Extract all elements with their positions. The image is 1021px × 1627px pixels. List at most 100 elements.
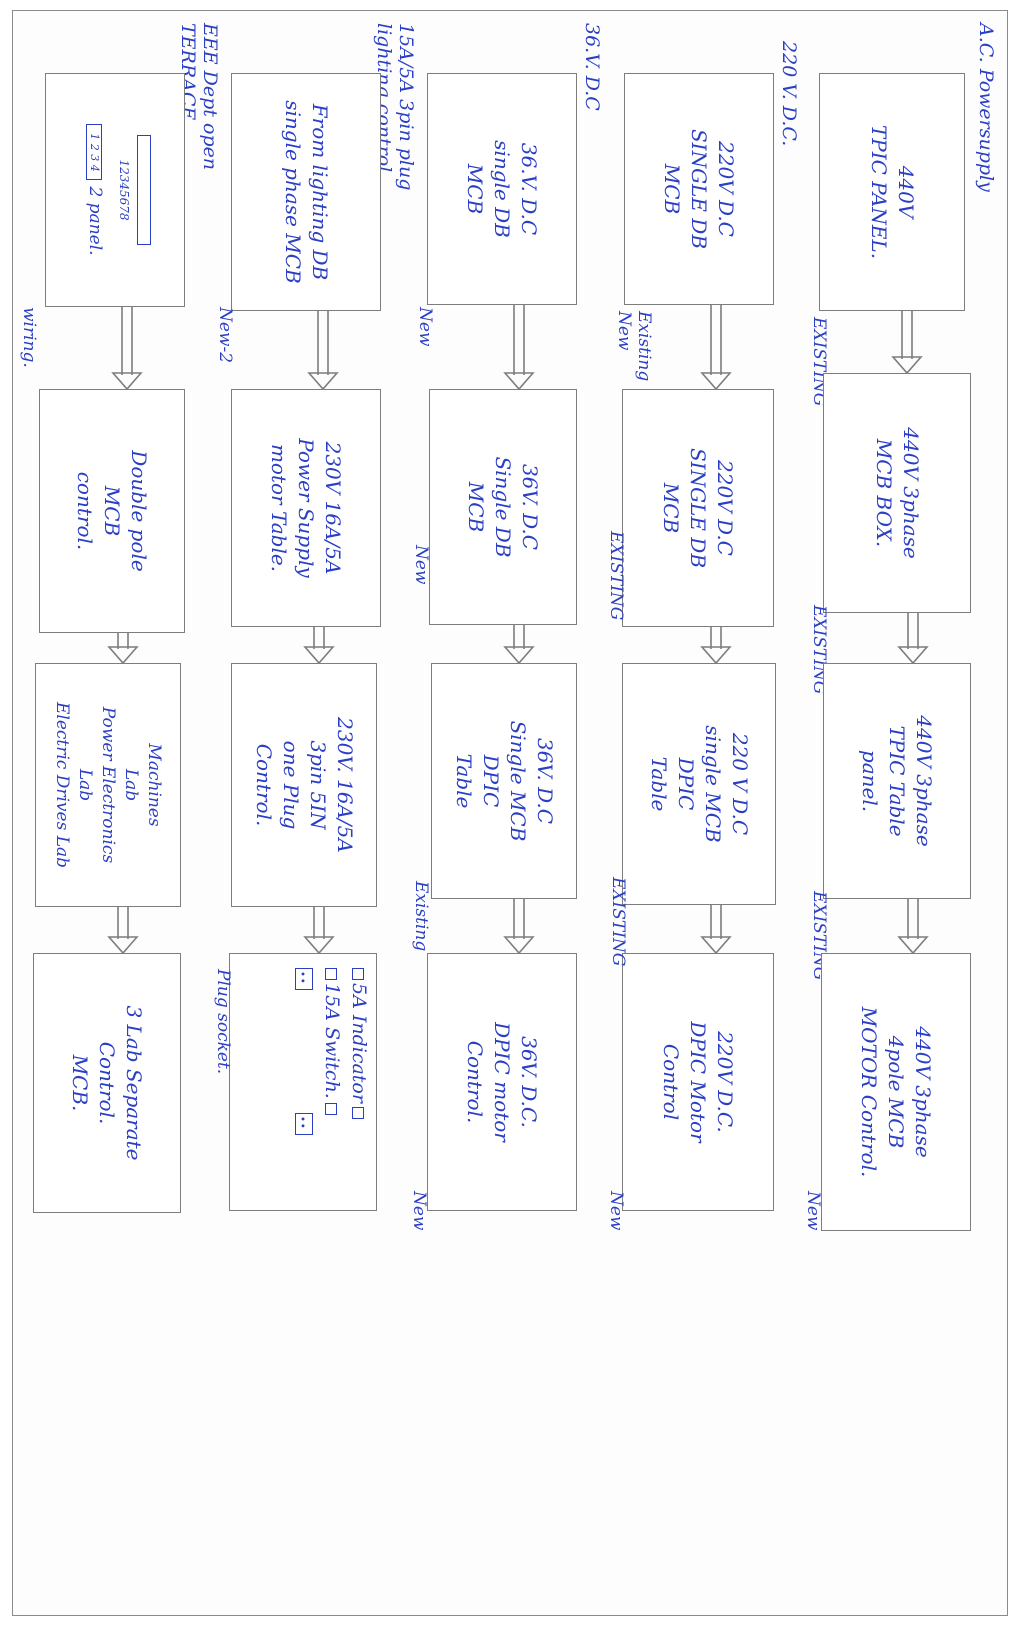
status-text: Existing xyxy=(634,311,654,382)
box-text: Double pole xyxy=(127,450,152,572)
row-title: A.C. Powersupply xyxy=(963,23,997,243)
flow-arrow xyxy=(303,627,335,665)
status-text: EXISTING xyxy=(608,877,628,967)
box-motor-control: 440V 3phase 4pole MCB MOTOR Control. xyxy=(821,953,971,1231)
status-label: EXISTING xyxy=(608,877,628,966)
box-text: DPIC xyxy=(674,757,698,811)
box-text: 3 Lab Separate xyxy=(122,1005,147,1161)
box-text: single DB xyxy=(490,140,515,238)
flow-arrow xyxy=(107,907,139,955)
status-label: New xyxy=(415,307,435,347)
box-text: single phase MCB xyxy=(281,100,305,284)
box-text: TPIC Table xyxy=(885,725,910,837)
box-text: 440V 3phase xyxy=(912,715,937,847)
flow-arrow xyxy=(503,625,535,665)
box-text: 220V D.C xyxy=(714,141,739,237)
status-text: New xyxy=(409,1191,429,1231)
flow-arrow xyxy=(897,899,929,955)
box-text: 440V 3phase xyxy=(899,427,923,559)
flow-arrow xyxy=(503,305,535,391)
box-text: 230V. 16A/5A xyxy=(333,717,357,853)
box-text: panel. xyxy=(858,749,883,813)
small-panel-numbers: 1 2 3 4 xyxy=(88,133,102,172)
box-text: DPIC motor xyxy=(490,1022,515,1142)
box-text-value: 5A Indicator xyxy=(348,983,370,1103)
socket-icon xyxy=(295,968,313,990)
box-text: 220V D.C. xyxy=(713,1031,738,1133)
box-tpic-table-panel: 440V 3phase TPIC Table panel. xyxy=(823,663,971,899)
box-text: motor Table. xyxy=(267,443,292,573)
box-text: single MCB xyxy=(701,725,725,843)
status-text: Plug socket. xyxy=(213,969,233,1075)
row-title-line: 15A/5A 3pin plug xyxy=(395,23,417,191)
status-text: New xyxy=(803,1191,823,1231)
box-text: 220 V D.C xyxy=(728,732,752,836)
switch-icon xyxy=(325,968,337,980)
box-text: Control. xyxy=(95,1041,120,1125)
box-text: TPIC PANEL. xyxy=(867,124,891,260)
row-title-line: EEE Dept open xyxy=(199,23,221,171)
paper-sheet: A.C. Powersupply 440V TPIC PANEL. EXISTI… xyxy=(12,10,1008,1616)
box-text: SINGLE DB xyxy=(686,447,711,569)
status-label: New xyxy=(803,1191,823,1231)
box-text: MCB xyxy=(660,163,685,215)
box-mcb-box: 440V 3phase MCB BOX. xyxy=(823,373,971,613)
socket-caption: Plug socket. xyxy=(213,969,233,1074)
status-text: wiring. xyxy=(19,307,39,368)
box-text: Machines xyxy=(144,743,165,827)
row-ac-power: A.C. Powersupply 440V TPIC PANEL. EXISTI… xyxy=(803,11,1001,1617)
box-text: MCB xyxy=(659,482,684,534)
box-text: Control xyxy=(659,1043,684,1121)
box-text: Power Electronics xyxy=(98,706,119,864)
box-text: From lighting DB xyxy=(308,103,332,281)
status-text: New xyxy=(606,1191,626,1231)
box-text: 36V. D.C xyxy=(518,463,543,551)
box-text: 5A Indicator xyxy=(345,968,372,1122)
small-panel-icon: 1 2 3 4 xyxy=(86,124,103,181)
box-text: 36.V. D.C xyxy=(517,142,542,236)
box-text: 440V 3phase xyxy=(911,1026,936,1158)
box-text: 230V 16A/5A xyxy=(321,441,346,575)
box-text-value: 15A Switch. xyxy=(321,983,343,1099)
status-text: EXISTING xyxy=(606,531,626,621)
switch-icon xyxy=(325,1102,337,1115)
box-text: Table xyxy=(452,753,476,809)
box-text: 2 panel. xyxy=(85,186,105,256)
box-text: 4pole MCB xyxy=(884,1035,909,1149)
flow-arrow xyxy=(107,633,139,665)
status-label: Existing xyxy=(411,881,431,951)
box-tpic-panel: 440V TPIC PANEL. xyxy=(819,73,965,311)
box-text: Lab xyxy=(75,768,96,802)
box-text: Table xyxy=(647,756,671,812)
socket-icon xyxy=(295,1113,313,1135)
box-text xyxy=(291,968,318,1138)
box-text: control. xyxy=(73,471,98,551)
box-text: MOTOR Control. xyxy=(857,1006,882,1178)
flow-arrow xyxy=(503,899,535,955)
row-title-line: 36.V. D.C xyxy=(581,23,603,111)
status-text: New xyxy=(614,311,634,351)
status-text: New xyxy=(411,545,431,585)
flow-arrow xyxy=(891,311,923,375)
flow-arrow xyxy=(303,907,335,955)
box-text: DPIC xyxy=(479,754,503,808)
status-label: New-2 xyxy=(215,307,235,363)
status-text: Existing xyxy=(411,881,431,952)
box-text: Lab xyxy=(121,768,142,802)
